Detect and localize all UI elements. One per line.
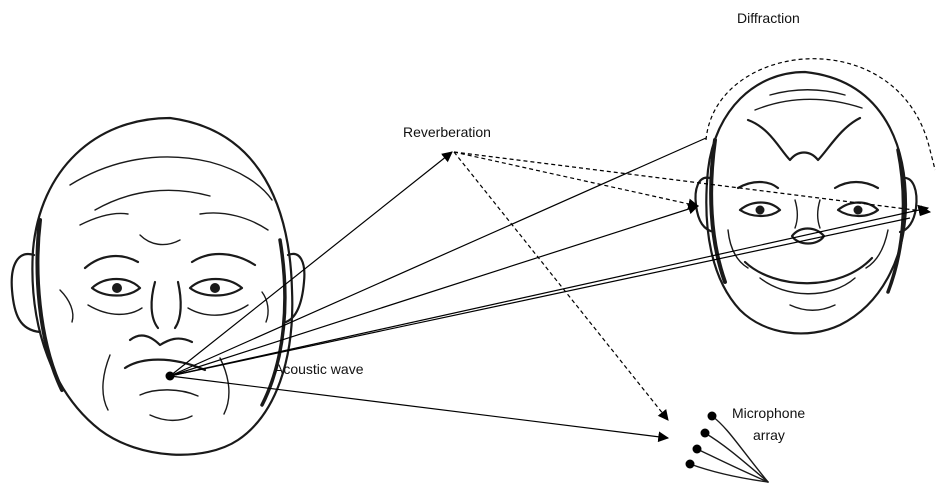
reverb-ray-microphone xyxy=(454,152,668,420)
ray-to-listener-left-ear xyxy=(170,206,698,376)
reverberation-label: Reverberation xyxy=(403,124,491,140)
microphone-1 xyxy=(708,412,717,421)
acoustic-wave-label: Acoustic wave xyxy=(274,361,364,377)
sound-source-dot xyxy=(166,372,175,381)
microphone-label-line2: array xyxy=(753,427,785,443)
reverberation-rays xyxy=(454,152,930,420)
ray-to-microphone-array xyxy=(170,376,668,438)
microphone-2 xyxy=(701,429,710,438)
speaker-face xyxy=(12,118,305,455)
microphone-label-line1: Microphone xyxy=(732,405,805,421)
microphone-array xyxy=(686,412,769,483)
ray-to-reflection-point xyxy=(170,152,452,376)
ray-to-listener-top xyxy=(170,138,706,376)
diffraction-label: Diffraction xyxy=(737,10,800,26)
listener-face xyxy=(696,72,917,333)
microphone-3 xyxy=(693,445,702,454)
microphone-4 xyxy=(686,460,695,469)
